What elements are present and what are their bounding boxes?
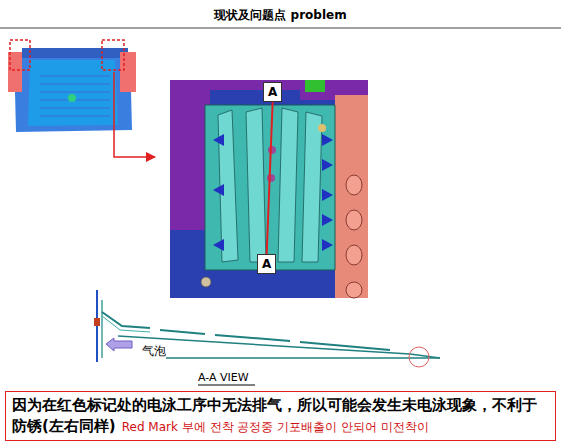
section-marker: A <box>257 254 276 274</box>
section-line <box>267 102 273 254</box>
view-label: A-A VIEW <box>198 371 249 384</box>
bubble-label: 气泡 <box>142 343 166 360</box>
title-rule <box>0 27 561 29</box>
marker-letter: A <box>268 85 277 99</box>
zoom-view <box>170 80 368 298</box>
section-marker: A <box>263 82 282 102</box>
page-title: 现状及问题点 problem <box>0 7 561 24</box>
marker-letter: A <box>262 257 271 271</box>
view-underline <box>198 385 255 386</box>
thumbnail-part <box>8 40 136 136</box>
note-text-ko: Red Mark 부에 전착 공정중 기포배출이 안되어 미전착이 <box>122 420 429 434</box>
section-view <box>94 290 440 367</box>
problem-note: 因为在红色标记处的电泳工序中无法排气，所以可能会发生未电泳现象，不利于防锈(左右… <box>5 391 556 441</box>
pointer-arrow <box>114 72 155 157</box>
